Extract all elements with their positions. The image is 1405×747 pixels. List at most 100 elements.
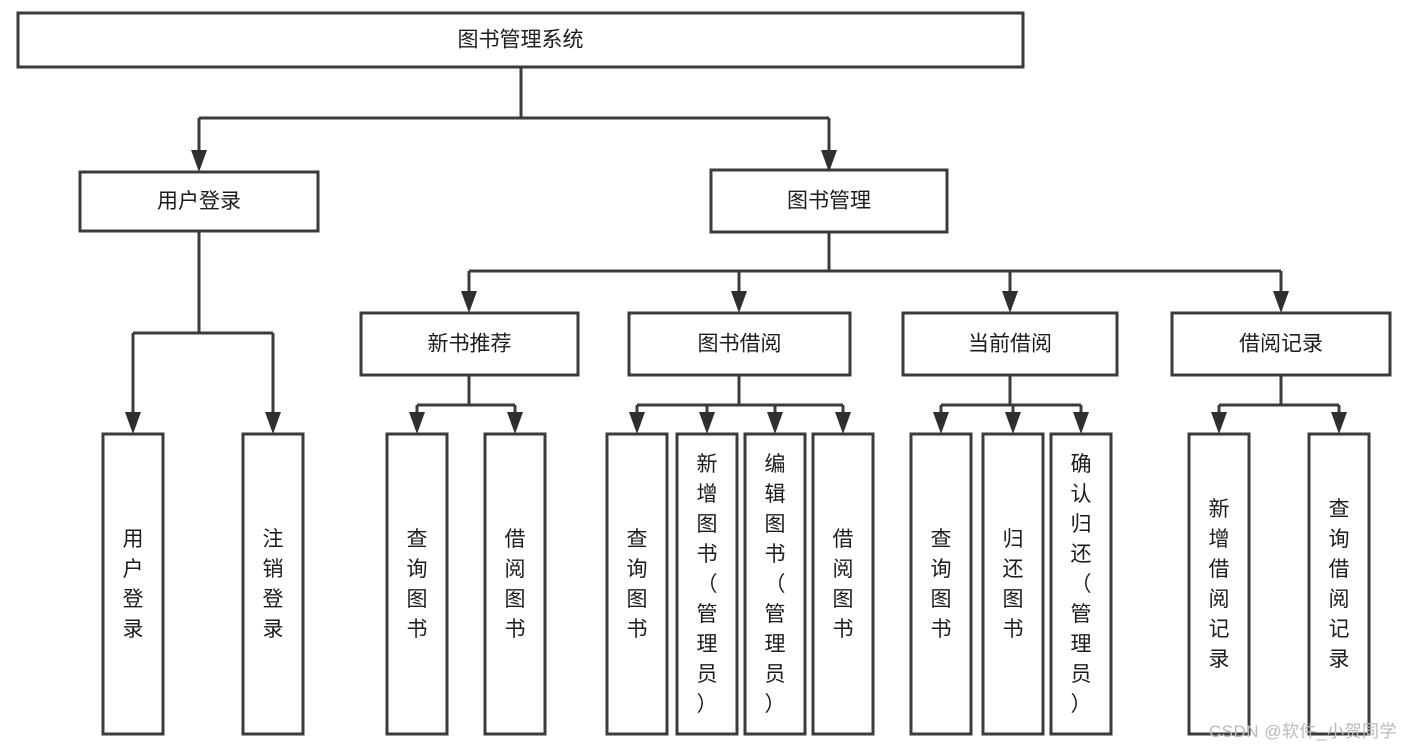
arrowhead-icon [1073,412,1089,434]
node-box[interactable] [743,432,807,736]
node-leaf-user-login[interactable]: 用户登录 [101,432,165,736]
node-label-char: 确 [1071,453,1092,476]
node-box[interactable] [1307,432,1371,736]
node-label-char: 增 [1209,528,1230,551]
connector-layer [125,67,1347,434]
node-label: 借阅记录 [1239,333,1323,356]
node-box[interactable] [16,11,1025,69]
node-box[interactable] [241,432,305,736]
node-label-char: 阅 [1209,588,1230,611]
arrowhead-icon [1002,291,1018,313]
node-label-char: ） [697,693,718,716]
node-label-char: 书 [697,543,718,566]
node-box[interactable] [605,432,669,736]
node-label-char: 户 [123,558,144,581]
node-label-char: 销 [263,558,284,581]
arrowhead-icon [191,150,207,172]
node-label-char: （ [765,573,786,596]
node-label-char: 编 [765,453,786,476]
node-label-char: 录 [263,618,284,641]
node-label-char: 记 [1329,618,1350,641]
node-box[interactable] [675,432,739,736]
node-label-char: ） [765,693,786,716]
node-book-borrow[interactable]: 图书借阅 [627,311,852,377]
node-box[interactable] [1187,432,1251,736]
node-label-char: 理 [765,633,786,656]
arrowhead-icon [629,412,645,434]
node-label-char: 理 [697,633,718,656]
node-box[interactable] [483,432,547,736]
node-label-char: 查 [627,528,648,551]
node-box[interactable] [627,311,852,377]
node-label-char: 录 [1329,648,1350,671]
node-label-char: 还 [1003,558,1024,581]
node-root[interactable]: 图书管理系统 [16,11,1025,69]
node-label-char: 录 [1209,648,1230,671]
node-label-char: 归 [1071,513,1092,536]
node-label-char: 询 [931,558,952,581]
node-label: 图书借阅 [698,333,782,356]
watermark-label: CSDN @软件_小贺同学 [1208,722,1397,741]
node-box[interactable] [811,432,875,736]
node-label-char: 询 [1329,528,1350,551]
node-box[interactable] [981,432,1045,736]
arrowhead-icon [1331,412,1347,434]
node-label-char: 书 [1003,618,1024,641]
arrowhead-icon [507,412,523,434]
node-label-char: 借 [505,528,526,551]
node-label-char: 查 [931,528,952,551]
node-label-char: 询 [407,558,428,581]
node-label-char: 记 [1209,618,1230,641]
node-box[interactable] [1170,311,1392,377]
node-box[interactable] [709,168,949,234]
node-label-char: 查 [1329,498,1350,521]
node-label-char: 还 [1071,543,1092,566]
node-box[interactable] [359,311,580,377]
node-label-char: 员 [765,663,786,686]
node-box[interactable] [101,432,165,736]
node-label-char: 图 [505,588,526,611]
node-label-char: 图 [765,513,786,536]
node-box[interactable] [1049,432,1113,736]
node-box[interactable] [78,170,320,233]
node-label-char: 员 [697,663,718,686]
node-box[interactable] [909,432,973,736]
node-label-char: 查 [407,528,428,551]
node-user-login[interactable]: 用户登录 [78,170,320,233]
node-label-char: 登 [123,588,144,611]
node-label-char: 借 [833,528,854,551]
node-label-char: 注 [263,528,284,551]
node-label-char: 认 [1071,483,1092,506]
node-label-char: 新 [1209,498,1230,521]
node-label-char: 归 [1003,528,1024,551]
node-label-char: 理 [1071,633,1092,656]
node-label-char: 书 [833,618,854,641]
node-label-char: 增 [697,483,718,506]
node-label-char: 图 [697,513,718,536]
arrowhead-icon [821,150,837,172]
node-label: 新书推荐 [428,333,512,356]
node-label-char: 管 [697,603,718,626]
node-box[interactable] [385,432,449,736]
node-book-manage[interactable]: 图书管理 [709,168,949,234]
node-borrow-record[interactable]: 借阅记录 [1170,311,1392,377]
node-label-char: 图 [407,588,428,611]
node-new-book-recommend[interactable]: 新书推荐 [359,311,580,377]
arrowhead-icon [1211,412,1227,434]
arrowhead-icon [1005,412,1021,434]
node-box[interactable] [901,311,1119,377]
node-current-borrow[interactable]: 当前借阅 [901,311,1119,377]
node-label: 图书管理系统 [458,29,584,52]
